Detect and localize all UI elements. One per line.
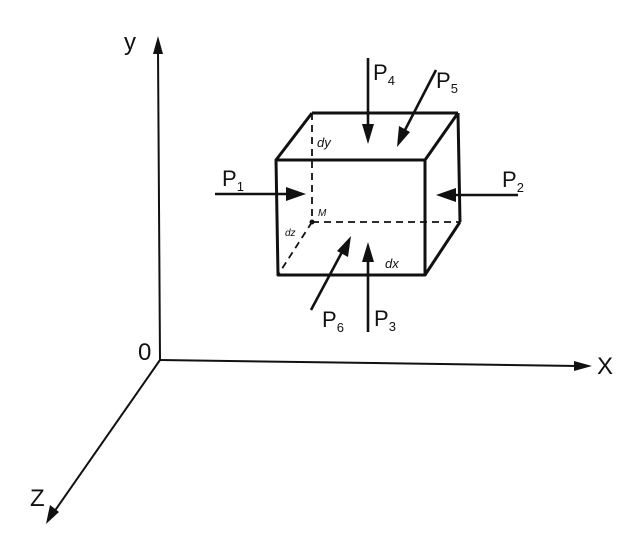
- force-p4-arrowhead: [362, 124, 374, 144]
- x-axis-label: X: [597, 353, 613, 380]
- dy-label: dy: [317, 135, 332, 150]
- force-p6: P6: [309, 236, 351, 335]
- y-axis-line: [157, 49, 161, 361]
- force-p2: P2: [436, 167, 524, 202]
- force-p5-arrowhead: [397, 126, 410, 147]
- force-p1-arrowhead: [286, 187, 306, 201]
- force-p1-label: P1: [222, 166, 244, 194]
- force-p2-label: P2: [502, 167, 524, 195]
- point-m-marker: [309, 219, 315, 225]
- bottom-edge-right: [423, 221, 462, 276]
- hidden-edge-depth: [277, 221, 313, 276]
- element-block: [274, 111, 462, 277]
- hidden-edges: [277, 113, 460, 276]
- force-p6-label: P6: [322, 307, 344, 335]
- dx-label: dx: [385, 256, 399, 271]
- force-p6-arrowhead: [337, 236, 351, 257]
- force-p4: P4: [362, 58, 395, 144]
- force-p5-label: P5: [436, 68, 458, 96]
- right-edge-back: [456, 112, 462, 223]
- y-axis-arrowhead: [153, 36, 163, 54]
- z-axis-label: Z: [30, 485, 45, 512]
- force-p6-shaft: [309, 251, 344, 311]
- force-p1: P1: [215, 166, 306, 201]
- force-p4-label: P4: [373, 60, 395, 88]
- front-face: [274, 158, 427, 277]
- coordinate-axes: [46, 36, 592, 524]
- dz-label: dz: [285, 228, 296, 239]
- top-edge-right: [423, 112, 460, 161]
- z-axis-line: [53, 359, 161, 513]
- force-p3-label: P3: [374, 306, 396, 334]
- force-p3: P3: [362, 242, 396, 334]
- point-m-label: M: [318, 208, 327, 219]
- x-axis-line: [159, 359, 579, 367]
- force-p3-arrowhead: [362, 242, 374, 262]
- force-p2-arrowhead: [436, 188, 456, 202]
- top-edge-left: [274, 112, 314, 161]
- force-p5-shaft: [403, 69, 438, 131]
- origin-label: 0: [138, 339, 151, 366]
- force-p5: P5: [397, 68, 458, 147]
- y-axis-label: y: [124, 29, 136, 56]
- x-axis-arrowhead: [574, 361, 592, 371]
- z-axis-arrowhead: [46, 505, 59, 524]
